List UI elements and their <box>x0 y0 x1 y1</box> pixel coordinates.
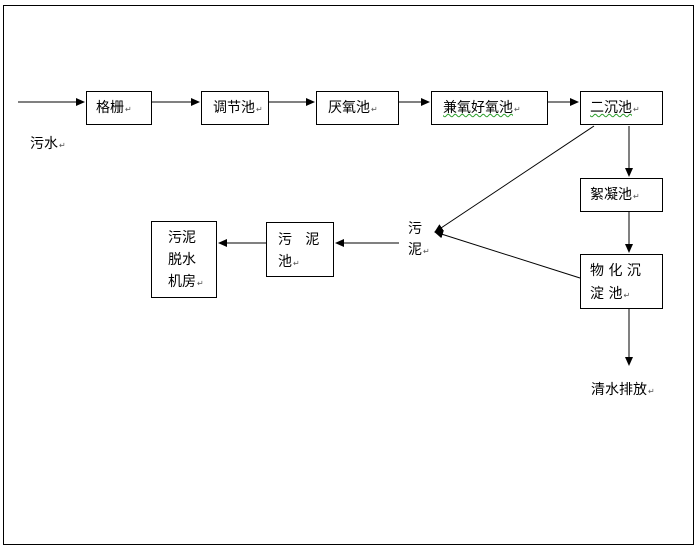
diagram-frame <box>3 5 694 545</box>
secondary-clarifier-label: 二沉池 <box>590 100 632 116</box>
sludge-tank-line1: 污 泥 <box>278 232 320 248</box>
paragraph-mark: ↵ <box>648 387 655 396</box>
regulating-tank-box: 调节池↵ <box>201 91 269 125</box>
secondary-clarifier-box: 二沉池↵ <box>580 91 663 125</box>
clean-water-discharge-label: 清水排放↵ <box>591 380 655 402</box>
sludge-tank-box: 污 泥 池↵ <box>266 222 334 277</box>
sludge-label: 污 泥↵ <box>408 219 430 262</box>
sludge-dewatering-room-box: 污泥 脱水 机房↵ <box>151 221 217 298</box>
anaerobic-tank-box: 厌氧池↵ <box>316 91 399 125</box>
physchem-tank-line2: 淀 池 <box>590 286 623 302</box>
paragraph-mark: ↵ <box>125 105 132 114</box>
dewatering-line2: 脱水 <box>168 252 196 268</box>
paragraph-mark: ↵ <box>197 279 204 288</box>
flocculation-tank-box: 絮凝池↵ <box>580 178 663 212</box>
paragraph-mark: ↵ <box>514 105 521 114</box>
paragraph-mark: ↵ <box>371 105 378 114</box>
physchem-sedimentation-tank-box: 物 化 沉 淀 池↵ <box>580 254 663 309</box>
regulating-tank-label: 调节池 <box>213 100 255 116</box>
grille-box: 格栅↵ <box>86 91 152 125</box>
sludge-tank-line2: 池 <box>278 254 292 270</box>
grille-label: 格栅 <box>96 100 124 116</box>
flocculation-tank-label: 絮凝池 <box>590 187 632 203</box>
dewatering-line1: 污泥 <box>168 230 196 246</box>
paragraph-mark: ↵ <box>59 141 66 150</box>
paragraph-mark: ↵ <box>633 192 640 201</box>
anaerobic-tank-label: 厌氧池 <box>328 100 370 116</box>
anoxic-aerobic-tank-box: 兼氧好氧池↵ <box>431 91 548 125</box>
anoxic-aerobic-tank-label: 兼氧好氧池 <box>443 100 513 116</box>
paragraph-mark: ↵ <box>633 105 640 114</box>
arrow-clarifier-to-sludge <box>434 125 595 233</box>
sludge-label-line1: 污 <box>408 221 422 237</box>
physchem-tank-line1: 物 化 沉 <box>590 263 641 279</box>
paragraph-mark: ↵ <box>623 291 631 300</box>
paragraph-mark: ↵ <box>293 259 300 268</box>
paragraph-mark: ↵ <box>423 247 430 256</box>
dewatering-line3: 机房 <box>168 274 196 290</box>
sewage-inlet-label: 污水↵ <box>30 134 66 156</box>
sludge-label-line2: 泥 <box>408 242 422 258</box>
paragraph-mark: ↵ <box>256 105 263 114</box>
arrow-physchem-to-sludge <box>434 230 581 279</box>
clean-water-discharge-text: 清水排放 <box>591 382 647 398</box>
sewage-inlet-text: 污水 <box>30 136 58 152</box>
